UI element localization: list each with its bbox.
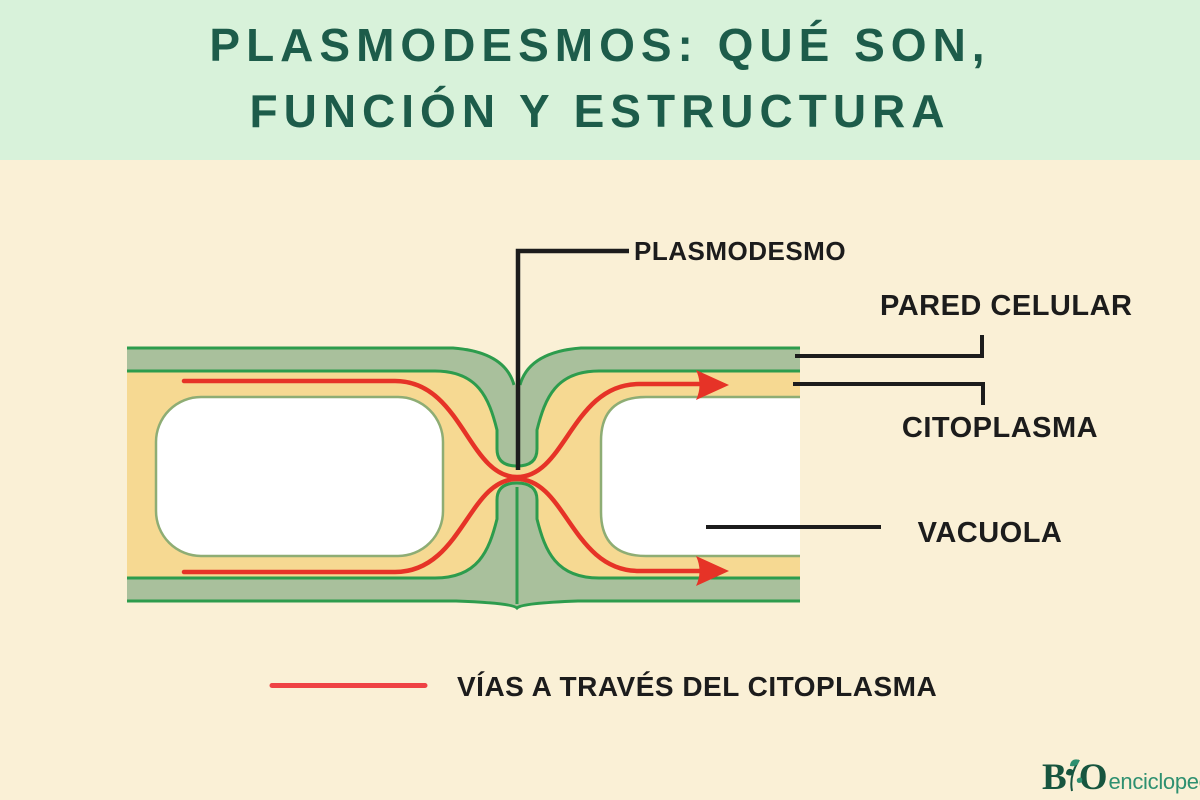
label-plasmodesmo: PLASMODESMO [634, 236, 847, 266]
plasmodesmo-pointer-line [515, 248, 629, 470]
label-vacuola: VACUOLA [917, 517, 1063, 549]
legend-line-swatch [269, 683, 428, 688]
page-title: PLASMODESMOS: QUÉ SON, FUNCIÓN Y ESTRUCT… [0, 0, 1200, 144]
cell-wall-outer-edge-top [127, 346, 800, 386]
route-line-bottom [181, 476, 704, 575]
cell-wall-outer-edge-bottom [127, 599, 800, 611]
vacuole-left [154, 395, 445, 558]
legend-label: VÍAS A TRAVÉS DEL CITOPLASMA [457, 671, 938, 702]
cell-wall-inner-edge-bottom [127, 481, 800, 580]
route-arrowhead-bottom [696, 556, 729, 586]
logo-leaf-icon [1065, 759, 1082, 792]
label-citoplasma: CITOPLASMA [901, 412, 1099, 444]
logo-letter-b: B [1042, 757, 1067, 798]
label-pared-celular: PARED CELULAR [880, 290, 1133, 322]
citoplasma-leader-line [793, 382, 985, 405]
page-title-line1: PLASMODESMOS: QUÉ SON, [209, 19, 991, 71]
cell-wall-bottom-band [127, 578, 800, 601]
bioenciclopedia-logo: B O enciclopedia [1042, 753, 1200, 796]
cell-wall-top-band [127, 348, 800, 371]
pared-celular-leader-line [795, 335, 984, 358]
header-band: PLASMODESMOS: QUÉ SON, FUNCIÓN Y ESTRUCT… [0, 0, 1200, 160]
route-arrowhead-top [696, 370, 729, 400]
vacuole-right [599, 395, 800, 558]
logo-letter-o: O [1078, 757, 1108, 798]
page-title-line2: FUNCIÓN Y ESTRUCTURA [249, 85, 951, 137]
logo-wordmark: enciclopedia [1108, 769, 1200, 794]
